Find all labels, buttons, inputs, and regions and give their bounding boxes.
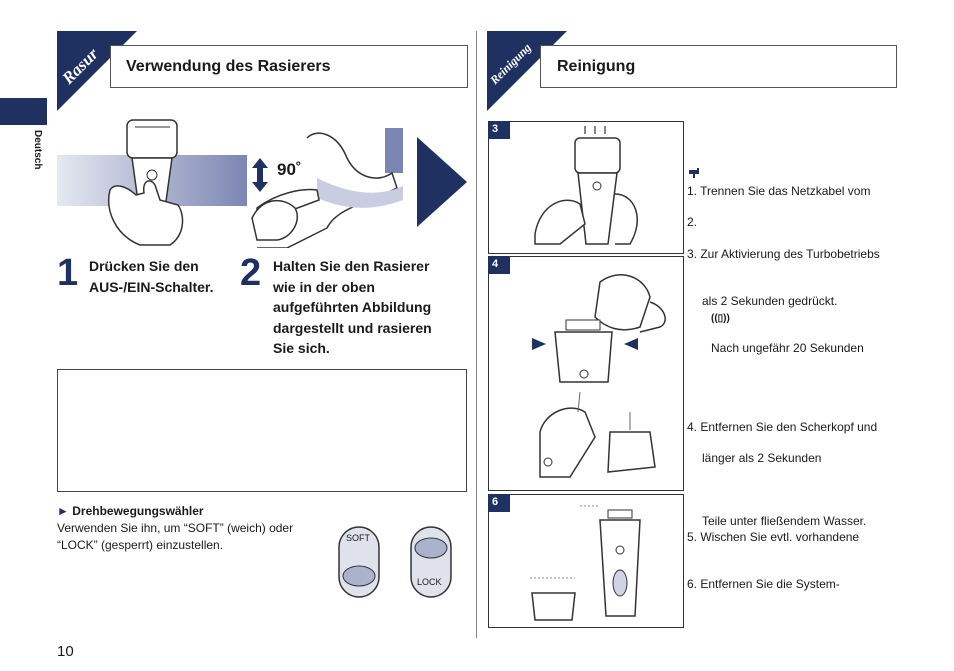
step-2-line: aufgeführten Abbildung <box>273 299 432 315</box>
dial-soft-graphic <box>338 526 380 598</box>
up-down-arrow-icon <box>252 158 268 192</box>
shaver-head-removal-illustration <box>532 274 666 478</box>
step-panel-6 <box>488 494 684 628</box>
instruction-line: Teile unter fließendem Wasser. <box>702 514 867 528</box>
right-header-box <box>540 45 897 88</box>
language-tab-marker <box>0 98 47 125</box>
column-divider <box>476 31 477 638</box>
dial-description-line: “LOCK” (gesperrt) einzustellen. <box>57 538 224 552</box>
instruction-line: als 2 Sekunden gedrückt. <box>702 294 838 308</box>
shaver-system-illustration <box>530 505 641 621</box>
instruction-line: 4. Entfernen Sie den Scherkopf und <box>687 420 878 434</box>
next-step-arrow-icon <box>417 137 467 227</box>
dial-lock-graphic <box>410 526 452 598</box>
instruction-line: Nach ungefähr 20 Sekunden <box>711 341 864 355</box>
left-header-box <box>110 45 468 88</box>
panel-number-6: 6 <box>488 494 510 512</box>
triangle-bullet-icon: ► <box>57 504 69 518</box>
faucet-icon <box>689 168 699 178</box>
dial-heading: ► Drehbewegungswähler <box>57 503 204 520</box>
instruction-line: 5. Wischen Sie evtl. vorhandene <box>687 530 860 544</box>
step-2-line: Sie sich. <box>273 340 330 356</box>
shaver-hand-illustration <box>108 119 184 246</box>
step-number-2: 2 <box>240 252 262 294</box>
left-header-title: Verwendung des Rasierers <box>126 58 331 75</box>
dial-description-line: Verwenden Sie ihn, um “SOFT” (weich) ode… <box>57 521 294 535</box>
step-2-line: dargestellt und rasieren <box>273 319 432 336</box>
step-2-line: wie in der oben <box>273 278 375 295</box>
dial-heading-text: Drehbewegungswähler <box>72 504 204 518</box>
panel-number-3: 3 <box>488 121 510 139</box>
step-1-line: AUS-/EIN-Schalter. <box>89 278 214 295</box>
instruction-line: 1. Trennen Sie das Netzkabel vom <box>687 184 871 198</box>
instruction-line: 6. Entfernen Sie die System- <box>687 577 840 591</box>
vibration-icon: ((▯)) <box>711 313 730 324</box>
panel-number-4: 4 <box>488 256 510 274</box>
face-shaving-illustration <box>251 128 403 248</box>
shaver-rinse-illustration <box>534 126 638 245</box>
step-number-1: 1 <box>57 252 79 294</box>
step-1-line: Drücken Sie den <box>89 258 199 274</box>
instruction-line: 2. <box>687 215 698 229</box>
page-number: 10 <box>57 643 74 660</box>
right-header-title: Reinigung <box>557 58 636 75</box>
language-tab-label: Deutsch <box>32 130 43 170</box>
step-text-1: Drücken Sie den AUS-/EIN-Schalter. <box>89 256 213 297</box>
step-text-2: Halten Sie den Rasierer wie in der oben … <box>273 256 432 359</box>
dial-lock-label: LOCK <box>417 577 442 587</box>
instruction-line: 3. Zur Aktivierung des Turbobetriebs <box>687 247 880 261</box>
instruction-line: länger als 2 Sekunden <box>702 451 822 465</box>
dial-soft-label: SOFT <box>346 533 370 543</box>
step-2-line: Halten Sie den Rasierer <box>273 258 430 274</box>
dial-description: Verwenden Sie ihn, um “SOFT” (weich) ode… <box>57 520 293 554</box>
angle-label: 90˚ <box>277 160 302 179</box>
note-box <box>57 369 467 492</box>
